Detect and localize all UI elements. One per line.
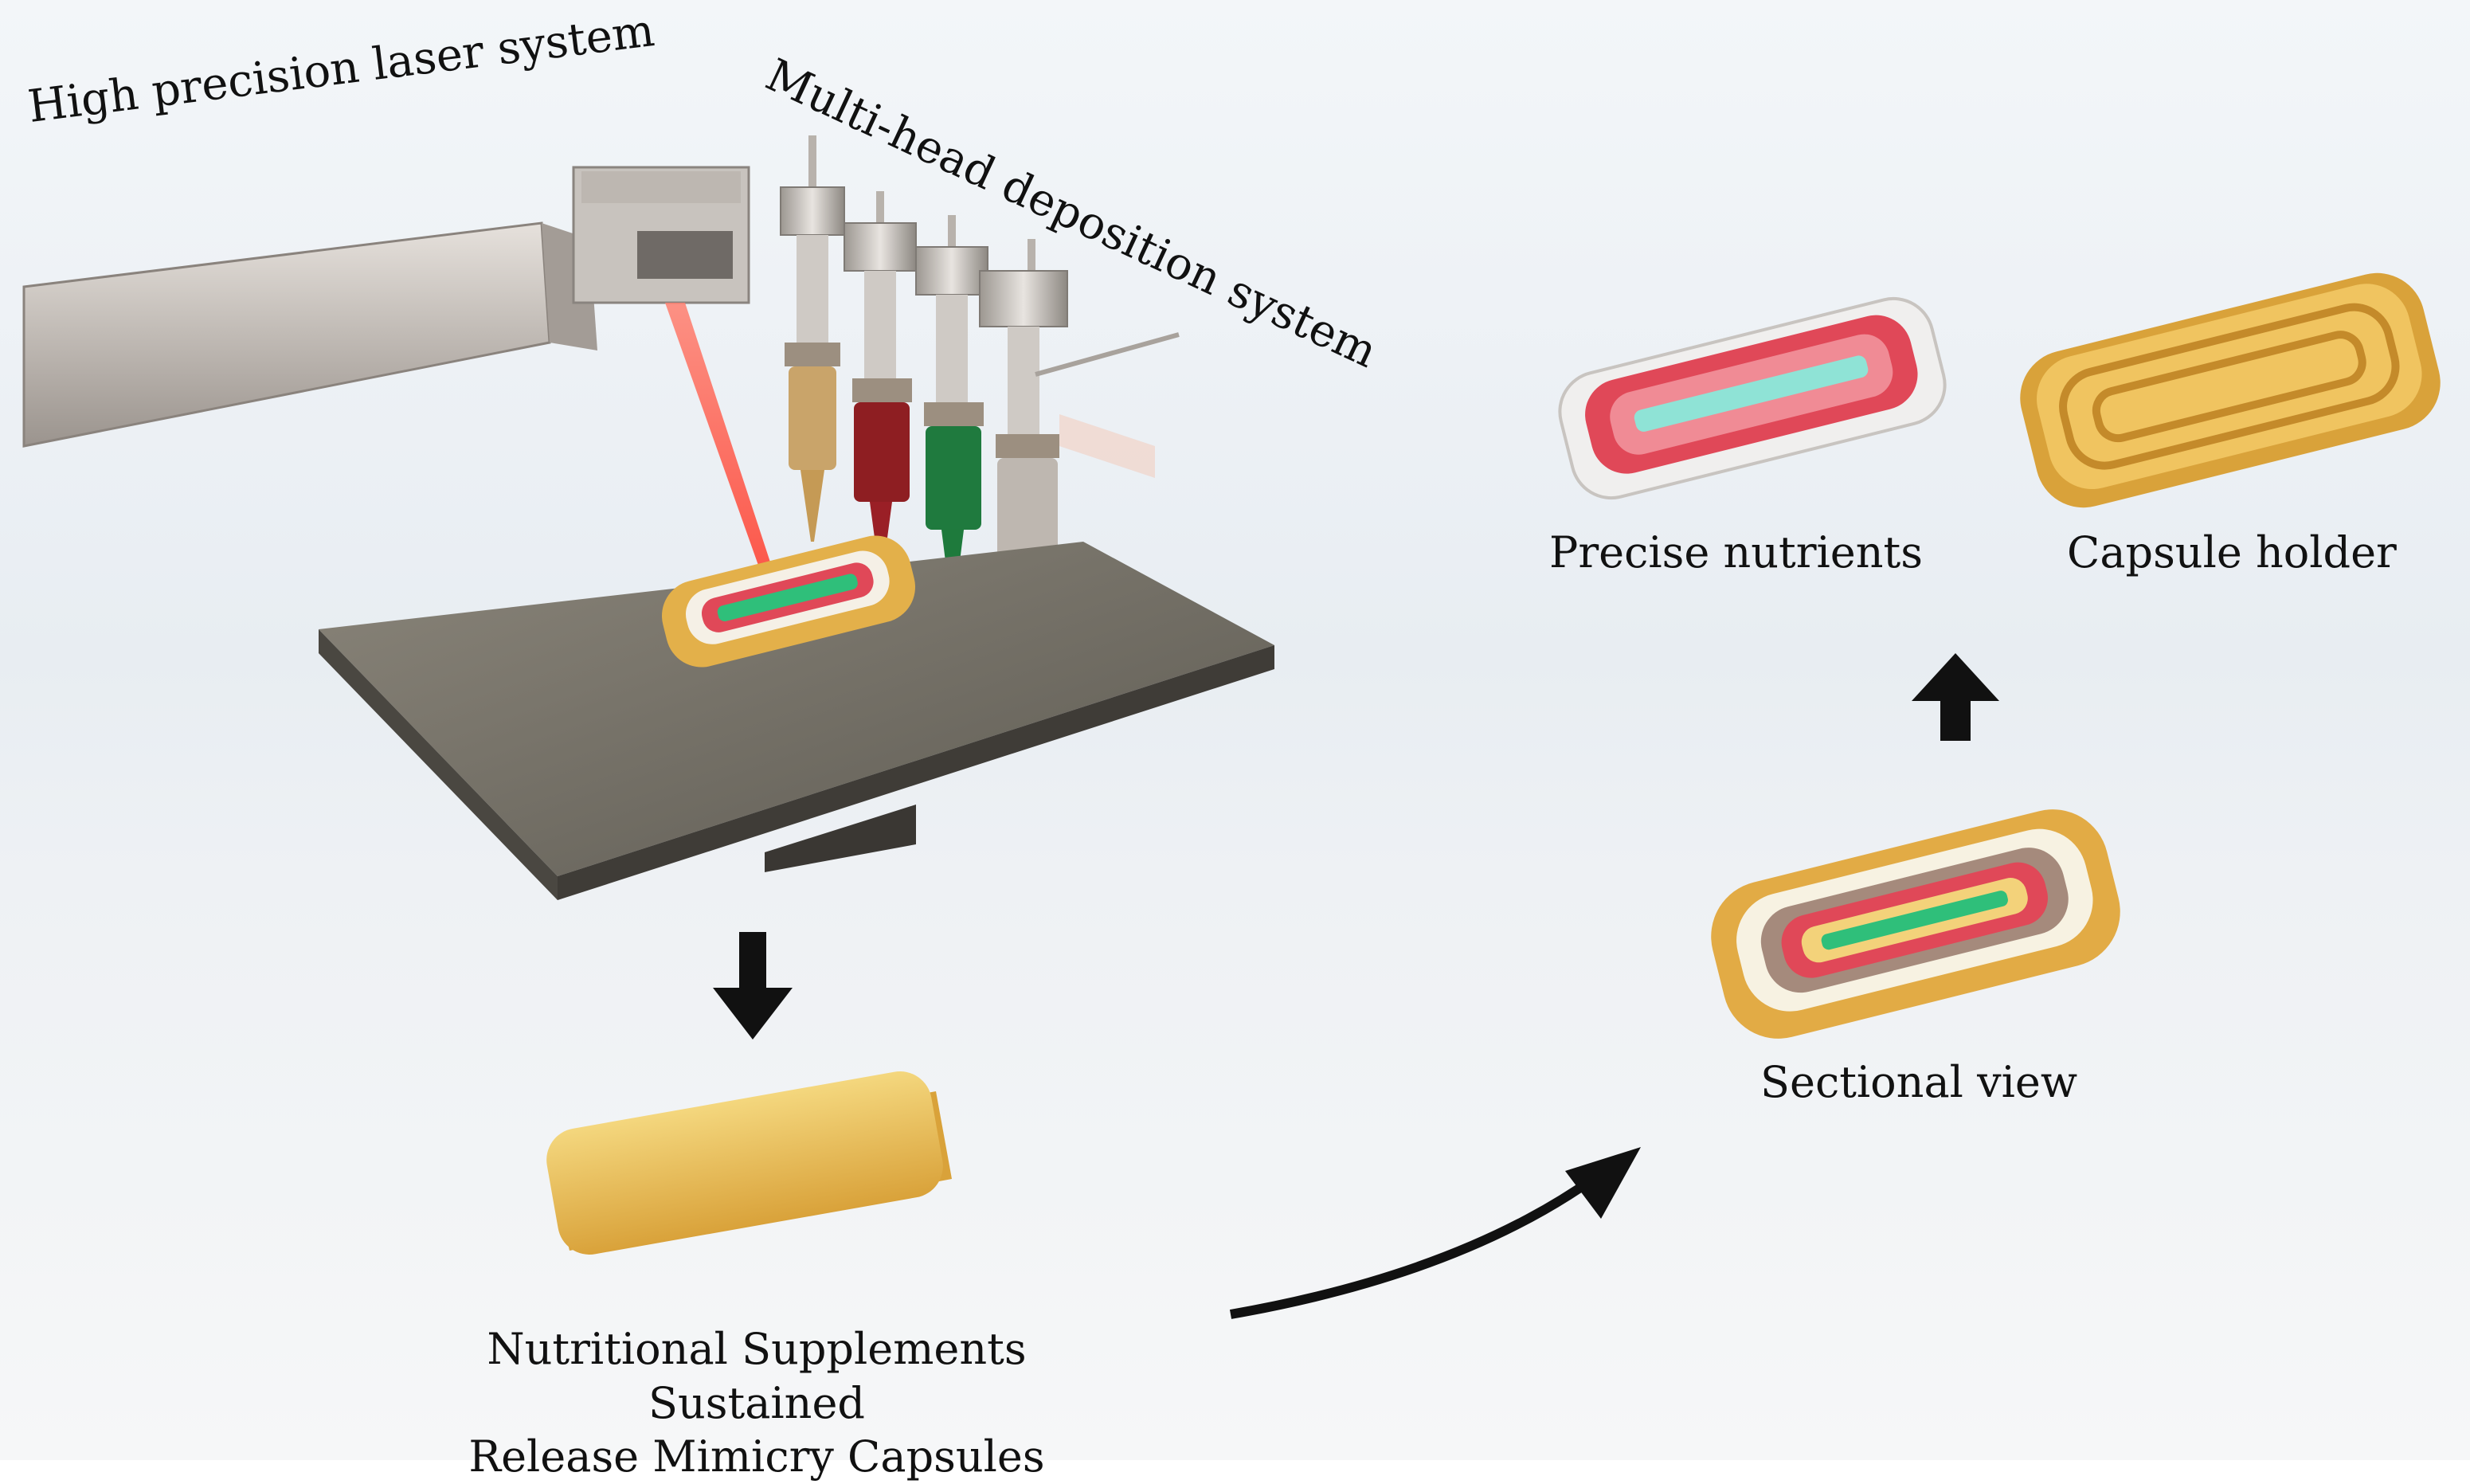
printed-capsule [661, 535, 916, 668]
curved-arrow-icon [1229, 1147, 1641, 1319]
laser-beam [665, 303, 777, 583]
caption-line-1: Nutritional Supplements Sustained [487, 1324, 1027, 1428]
deposition-head-yellow [780, 135, 845, 542]
deposition-head-red [844, 191, 917, 574]
arrow-down-icon [713, 932, 793, 1040]
finished-capsule [546, 1071, 952, 1255]
sectional-view-capsule [1711, 809, 2120, 1039]
capsule-holder [2020, 272, 2441, 508]
label-precise-nutrients: Precise nutrients [1549, 527, 1923, 578]
laser-arm [22, 166, 750, 448]
label-capsule-holder: Capsule holder [2067, 527, 2397, 578]
build-platform [319, 542, 1274, 900]
arrow-up-icon [1912, 653, 1999, 741]
caption: Nutritional Supplements Sustained Releas… [398, 1322, 1115, 1484]
label-sectional-view: Sectional view [1760, 1057, 2078, 1107]
caption-line-2: Release Mimicry Capsules [468, 1431, 1045, 1482]
deposition-head-green [915, 215, 988, 605]
precise-nutrients-capsule [1558, 296, 1947, 500]
